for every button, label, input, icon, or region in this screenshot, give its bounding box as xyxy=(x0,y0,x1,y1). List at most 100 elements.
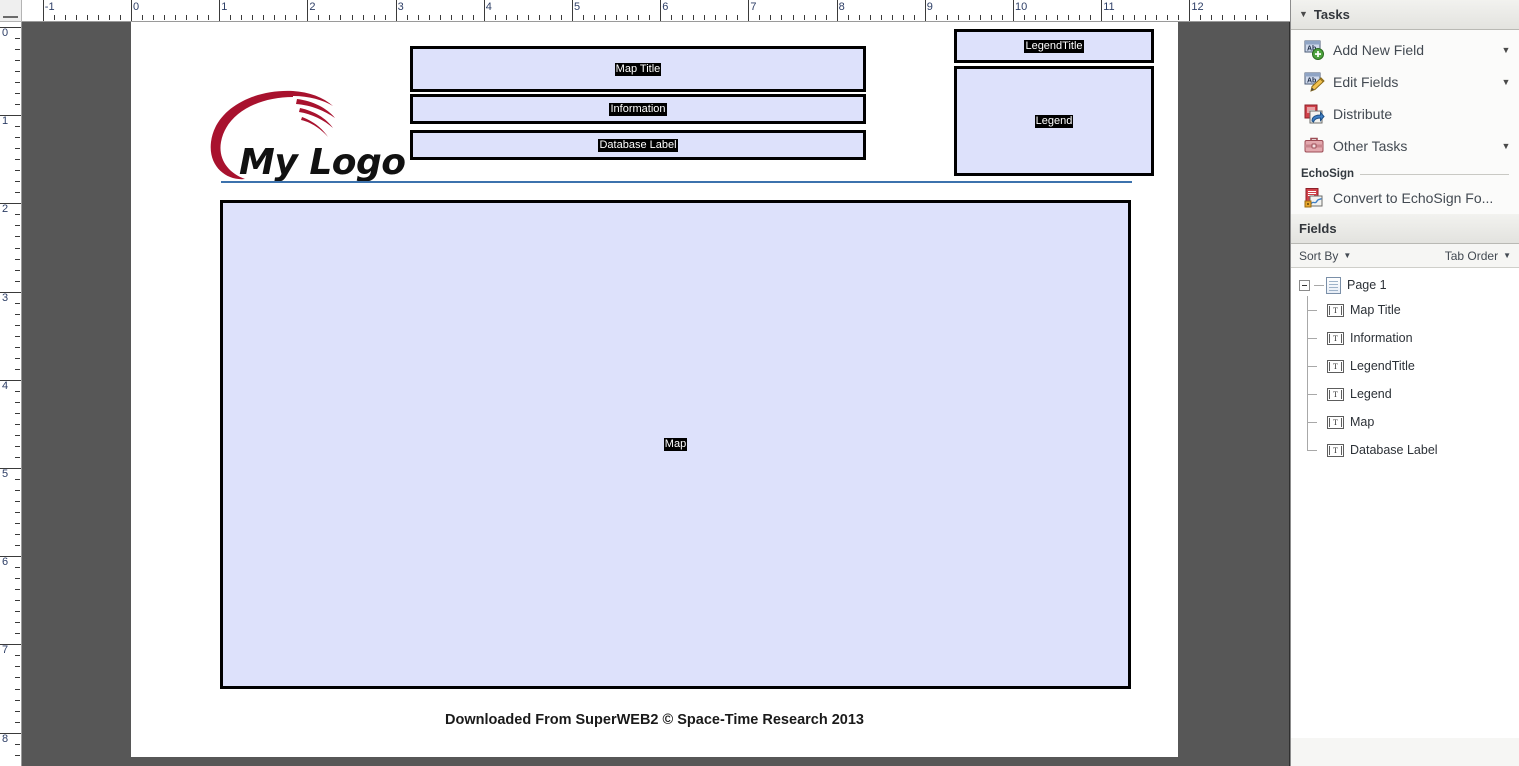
tab-order-button[interactable]: Tab Order ▼ xyxy=(1445,249,1511,263)
ruler-minor-tick xyxy=(15,280,20,282)
form-field-information[interactable]: Information xyxy=(410,94,866,124)
form-field-database-label[interactable]: Database Label xyxy=(410,130,866,160)
ruler-minor-tick xyxy=(15,357,20,359)
ruler-minor-tick xyxy=(759,15,761,20)
field-label: Legend xyxy=(1034,114,1074,128)
tree-connector xyxy=(1307,338,1317,339)
tree-connector xyxy=(1307,450,1317,451)
ruler-minor-tick xyxy=(252,15,254,20)
other-tasks-icon xyxy=(1303,135,1325,157)
ruler-minor-tick xyxy=(781,15,783,20)
ruler-minor-tick xyxy=(616,15,618,20)
task-item-other-tasks[interactable]: Other Tasks ▼ xyxy=(1291,130,1519,162)
ruler-minor-tick xyxy=(15,479,20,481)
ruler-label: 3 xyxy=(2,291,9,304)
ruler-minor-tick xyxy=(53,15,55,20)
ruler-minor-tick xyxy=(902,15,904,20)
ruler-minor-tick xyxy=(15,688,20,690)
task-item-distribute[interactable]: Distribute xyxy=(1291,98,1519,130)
task-item-convert-to-echosign[interactable]: Convert to EchoSign Fo... xyxy=(1291,182,1519,214)
tree-item-legend-title[interactable]: T LegendTitle xyxy=(1291,352,1519,380)
fields-panel-header[interactable]: Fields xyxy=(1291,214,1519,244)
ruler-minor-tick xyxy=(1057,15,1059,20)
ruler-minor-tick xyxy=(968,15,970,20)
ruler-minor-tick xyxy=(15,390,20,392)
text-field-icon: T xyxy=(1327,303,1344,317)
ruler-minor-tick xyxy=(649,15,651,20)
document-page[interactable]: My Logo Map Title Information Database L… xyxy=(131,22,1178,757)
ruler-label: 6 xyxy=(662,1,669,13)
ruler-minor-tick xyxy=(15,401,20,403)
tree-item-legend[interactable]: T Legend xyxy=(1291,380,1519,408)
ruler-minor-tick xyxy=(15,324,20,326)
ruler-tick xyxy=(395,0,397,21)
chevron-down-icon[interactable]: ▼ xyxy=(1501,77,1511,87)
ruler-tick xyxy=(1189,0,1191,21)
ruler-minor-tick xyxy=(1134,15,1136,20)
sort-by-button[interactable]: Sort By ▼ xyxy=(1299,249,1351,263)
tasks-panel-header[interactable]: ▼ Tasks xyxy=(1291,0,1519,30)
ruler-minor-tick xyxy=(1244,15,1246,20)
form-field-legend[interactable]: Legend xyxy=(954,66,1154,176)
ruler-minor-tick xyxy=(15,412,20,414)
ruler-minor-tick xyxy=(1046,15,1048,20)
ruler-minor-tick xyxy=(847,15,849,20)
fields-tree[interactable]: Page 1 T Map Title T Information T Legen… xyxy=(1291,268,1519,738)
tree-item-database-label[interactable]: T Database Label xyxy=(1291,436,1519,464)
ruler-label: 7 xyxy=(750,1,757,13)
ruler-minor-tick xyxy=(15,137,20,139)
ruler-minor-tick xyxy=(75,15,77,20)
task-item-edit-fields[interactable]: Ab Edit Fields ▼ xyxy=(1291,66,1519,98)
field-label: LegendTitle xyxy=(1024,39,1084,53)
field-label: Map xyxy=(663,438,688,451)
ruler-minor-tick xyxy=(516,15,518,20)
ruler-minor-tick xyxy=(15,368,20,370)
ruler-minor-tick xyxy=(1145,15,1147,20)
chevron-down-icon[interactable]: ▼ xyxy=(1501,45,1511,55)
ruler-minor-tick xyxy=(274,15,276,20)
tree-item-map[interactable]: T Map xyxy=(1291,408,1519,436)
ruler-tick xyxy=(1101,0,1103,21)
collapse-icon[interactable] xyxy=(1299,279,1310,291)
form-field-legend-title[interactable]: LegendTitle xyxy=(954,29,1154,63)
ruler-minor-tick xyxy=(15,335,20,337)
ruler-minor-tick xyxy=(715,15,717,20)
ruler-label: 11 xyxy=(1103,1,1115,13)
task-label: Convert to EchoSign Fo... xyxy=(1333,190,1494,206)
ruler-minor-tick xyxy=(1266,15,1268,20)
ruler-minor-tick xyxy=(1024,15,1026,20)
chevron-down-icon: ▼ xyxy=(1343,251,1352,260)
ruler-minor-tick xyxy=(15,567,20,569)
text-field-icon: T xyxy=(1327,331,1344,345)
echosign-icon xyxy=(1303,187,1325,209)
ruler-minor-tick xyxy=(15,622,20,624)
ruler-label: 7 xyxy=(2,644,9,657)
ruler-minor-tick xyxy=(1068,15,1070,20)
ruler-tick xyxy=(219,0,221,21)
tree-item-information[interactable]: T Information xyxy=(1291,324,1519,352)
ruler-minor-tick xyxy=(770,15,772,20)
document-workspace[interactable]: My Logo Map Title Information Database L… xyxy=(22,22,1290,766)
ruler-minor-tick xyxy=(15,633,20,635)
ruler-minor-tick xyxy=(682,15,684,20)
task-item-add-new-field[interactable]: Ab Add New Field ▼ xyxy=(1291,34,1519,66)
task-label: Distribute xyxy=(1333,106,1393,122)
ruler-minor-tick xyxy=(318,15,320,20)
ruler-label: 2 xyxy=(309,1,316,13)
chevron-down-icon[interactable]: ▼ xyxy=(1501,141,1511,151)
tree-node-page-1[interactable]: Page 1 xyxy=(1291,274,1519,296)
fields-panel-title: Fields xyxy=(1299,221,1337,236)
ruler-label: 9 xyxy=(926,1,933,13)
ruler-label: 4 xyxy=(485,1,492,13)
ruler-minor-tick xyxy=(538,15,540,20)
ruler-tick xyxy=(0,27,21,28)
form-field-map[interactable]: Map xyxy=(220,200,1131,689)
ruler-minor-tick xyxy=(351,15,353,20)
header-divider xyxy=(221,181,1132,183)
tree-item-map-title[interactable]: T Map Title xyxy=(1291,296,1519,324)
task-label: Edit Fields xyxy=(1333,74,1399,90)
form-field-map-title[interactable]: Map Title xyxy=(410,46,866,92)
